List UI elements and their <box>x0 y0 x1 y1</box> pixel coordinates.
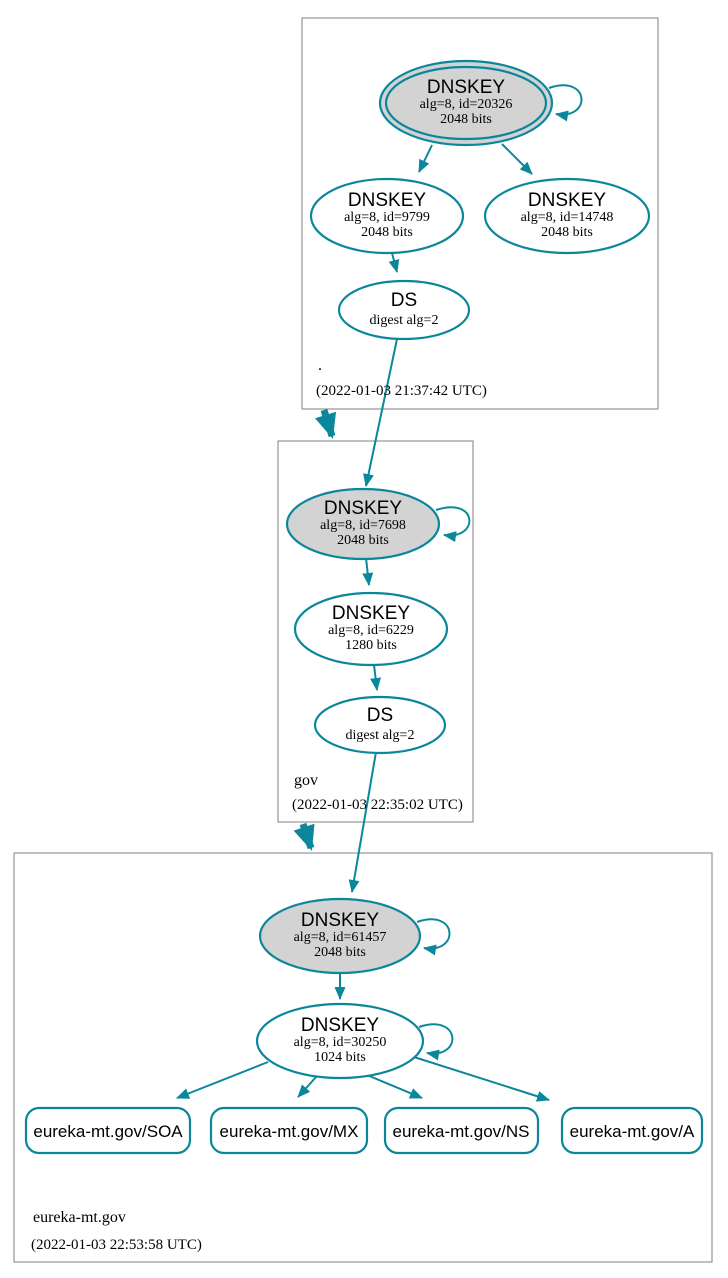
zone-timestamp-gov: (2022-01-03 22:35:02 UTC) <box>292 797 463 813</box>
edge-root-ksk-to-zsk1 <box>418 144 433 173</box>
node-title: DS <box>391 290 417 311</box>
rrset-node-a[interactable]: eureka-mt.gov/A <box>560 1106 704 1155</box>
node-detail: digest alg=2 <box>346 728 415 743</box>
edge-eureka-zsk-to-ns <box>366 1074 423 1099</box>
edge-eureka-zsk-to-soa <box>176 1061 269 1099</box>
node-title: DNSKEY <box>348 190 426 211</box>
dnskey-node-7698-ksk[interactable]: DNSKEY alg=8, id=7698 2048 bits <box>285 487 441 561</box>
node-size: 2048 bits <box>440 112 492 127</box>
rrset-label: eureka-mt.gov/NS <box>393 1122 530 1141</box>
node-title: DNSKEY <box>301 910 379 931</box>
zone-label-root: . <box>318 357 322 374</box>
self-loop-gov-ksk <box>435 506 471 543</box>
node-ellipse <box>285 487 441 561</box>
dnskey-node-14748[interactable]: DNSKEY alg=8, id=14748 2048 bits <box>483 177 651 255</box>
dnskey-node-20326-ksk[interactable]: DNSKEY alg=8, id=20326 2048 bits <box>378 59 554 147</box>
zone-timestamp-eureka-mt-gov: (2022-01-03 22:53:58 UTC) <box>31 1237 202 1253</box>
node-detail: alg=8, id=30250 <box>294 1035 387 1050</box>
node-ellipse <box>309 177 465 255</box>
edge-root-ds-to-gov-ksk <box>363 338 398 487</box>
self-loop-eureka-ksk <box>416 918 451 956</box>
node-size: 2048 bits <box>314 945 366 960</box>
edge-root-zsk1-to-ds <box>388 252 400 273</box>
dnskey-node-61457-ksk[interactable]: DNSKEY alg=8, id=61457 2048 bits <box>258 897 422 975</box>
ksk-inner-ring <box>384 65 548 141</box>
rrset-node-soa[interactable]: eureka-mt.gov/SOA <box>24 1106 192 1155</box>
zone-box-root <box>301 17 659 410</box>
rrset-label: eureka-mt.gov/MX <box>220 1122 359 1141</box>
node-detail: digest alg=2 <box>370 313 439 328</box>
node-ellipse <box>483 177 651 255</box>
node-title: DNSKEY <box>427 77 505 98</box>
rrset-label: eureka-mt.gov/SOA <box>33 1122 183 1141</box>
zone-label-eureka-mt-gov: eureka-mt.gov <box>33 1209 126 1226</box>
node-ellipse <box>293 591 449 667</box>
rrset-node-ns[interactable]: eureka-mt.gov/NS <box>383 1106 540 1155</box>
rrset-rect <box>560 1106 704 1155</box>
node-detail: alg=8, id=61457 <box>294 930 387 945</box>
node-size: 2048 bits <box>361 225 413 240</box>
dnskey-node-30250[interactable]: DNSKEY alg=8, id=30250 1024 bits <box>255 1002 425 1080</box>
edge-gov-ds-to-eureka-ksk <box>348 751 377 893</box>
dnskey-node-6229[interactable]: DNSKEY alg=8, id=6229 1280 bits <box>293 591 449 667</box>
edge-eureka-zsk-to-mx <box>297 1075 318 1098</box>
delegation-arrow-root-to-gov <box>315 408 337 439</box>
node-detail: alg=8, id=9799 <box>344 210 430 225</box>
edge-gov-ksk-to-zsk <box>362 557 374 586</box>
rrset-label: eureka-mt.gov/A <box>570 1122 695 1141</box>
node-title: DNSKEY <box>301 1015 379 1036</box>
rrset-node-mx[interactable]: eureka-mt.gov/MX <box>209 1106 369 1155</box>
node-size: 1280 bits <box>345 638 397 653</box>
node-size: 2048 bits <box>337 533 389 548</box>
node-size: 2048 bits <box>541 225 593 240</box>
node-title: DS <box>367 705 393 726</box>
zone-timestamp-root: (2022-01-03 21:37:42 UTC) <box>316 383 487 399</box>
self-loop-root-ksk <box>548 84 583 122</box>
dnskey-node-9799[interactable]: DNSKEY alg=8, id=9799 2048 bits <box>309 177 465 255</box>
node-detail: alg=8, id=20326 <box>420 97 513 112</box>
ds-node-root[interactable]: DS digest alg=2 <box>337 279 471 341</box>
node-ellipse <box>258 897 422 975</box>
rrset-rect <box>24 1106 192 1155</box>
self-loop-eureka-zsk <box>418 1023 454 1061</box>
delegation-arrow-gov-to-eureka <box>293 822 315 851</box>
zone-box-eureka-mt-gov <box>13 852 713 1263</box>
node-ellipse <box>255 1002 425 1080</box>
zone-label-gov: gov <box>294 772 318 789</box>
node-detail: alg=8, id=14748 <box>521 210 614 225</box>
node-detail: alg=8, id=6229 <box>328 623 414 638</box>
rrset-rect <box>383 1106 540 1155</box>
node-title: DNSKEY <box>332 603 410 624</box>
edge-gov-zsk-to-ds <box>370 664 382 691</box>
edge-eureka-zsk-to-a <box>413 1056 550 1102</box>
rrset-rect <box>209 1106 369 1155</box>
node-ellipse <box>337 279 471 341</box>
node-detail: alg=8, id=7698 <box>320 518 406 533</box>
node-size: 1024 bits <box>314 1050 366 1065</box>
edge-root-ksk-to-zsk2 <box>501 143 533 175</box>
ds-node-gov[interactable]: DS digest alg=2 <box>313 695 447 755</box>
node-title: DNSKEY <box>528 190 606 211</box>
node-ellipse <box>313 695 447 755</box>
node-title: DNSKEY <box>324 498 402 519</box>
